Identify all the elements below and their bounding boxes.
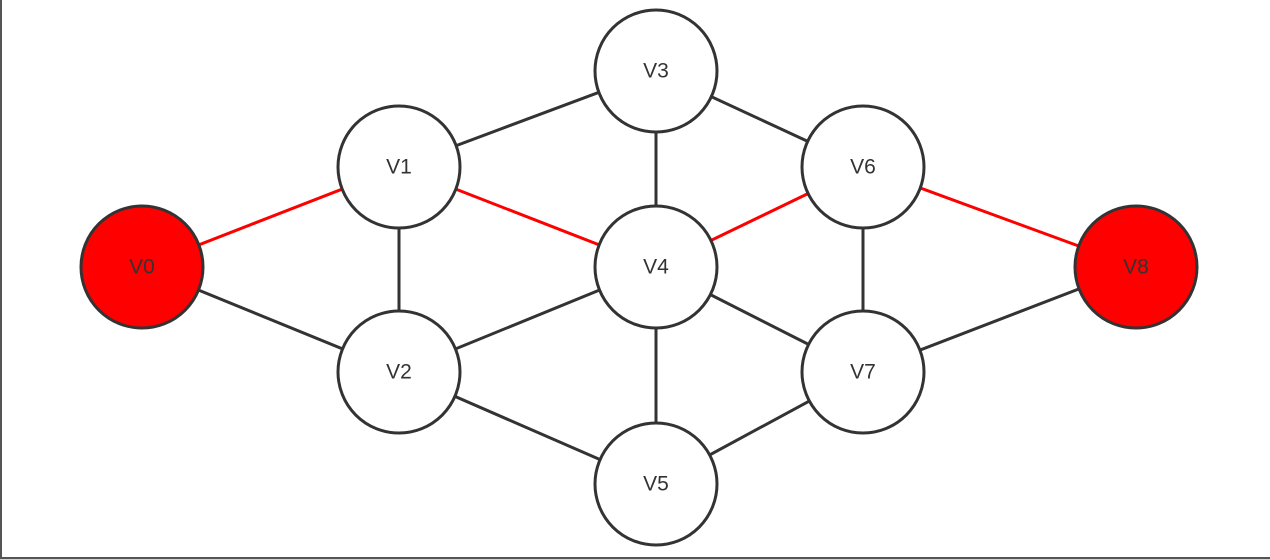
node-label-v2: V2: [386, 361, 412, 384]
node-v0: V0: [79, 204, 205, 330]
node-label-v6: V6: [850, 156, 876, 179]
node-v1: V1: [336, 104, 462, 230]
node-v2: V2: [336, 309, 462, 435]
node-v8: V8: [1073, 204, 1199, 330]
node-v6: V6: [800, 104, 926, 230]
node-label-v0: V0: [129, 256, 155, 279]
node-label-v4: V4: [643, 256, 669, 279]
node-circle-v0: [79, 204, 205, 330]
node-v5: V5: [593, 421, 719, 547]
node-circle-v7: [800, 309, 926, 435]
node-v4: V4: [593, 204, 719, 330]
node-label-v8: V8: [1123, 256, 1149, 279]
node-label-v5: V5: [643, 473, 669, 496]
node-label-v1: V1: [386, 156, 412, 179]
node-circle-v4: [593, 204, 719, 330]
node-circle-v3: [593, 8, 719, 134]
node-circle-v5: [593, 421, 719, 547]
node-circle-v1: [336, 104, 462, 230]
node-circle-v2: [336, 309, 462, 435]
node-circle-v8: [1073, 204, 1199, 330]
node-v3: V3: [593, 8, 719, 134]
node-circle-v6: [800, 104, 926, 230]
node-label-v7: V7: [850, 361, 876, 384]
node-label-v3: V3: [643, 60, 669, 83]
node-v7: V7: [800, 309, 926, 435]
